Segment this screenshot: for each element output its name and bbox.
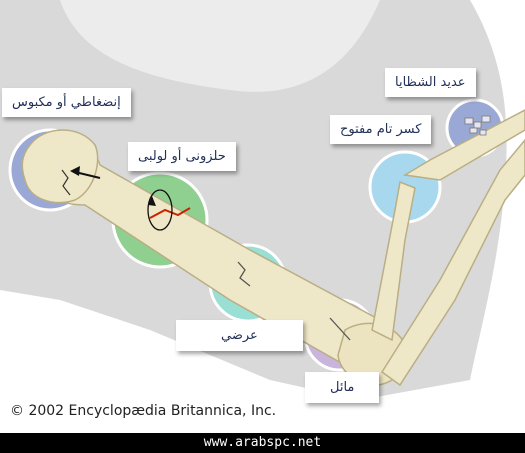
oblique-fracture-line [329, 317, 351, 341]
spiral-rotation-arrow [147, 189, 173, 231]
label-open-fracture: كسر تام مفتوح [330, 115, 432, 144]
copyright-notice: © 2002 Encyclopædia Britannica, Inc. [10, 403, 277, 419]
label-spiral: حلزونى أو لولبى [128, 142, 236, 171]
transverse-fracture-line [237, 261, 251, 287]
compression-arrow [70, 166, 101, 179]
humeral-head [21, 129, 99, 204]
comminuted-fragments [464, 115, 491, 136]
bone-illustration [0, 0, 525, 400]
label-comminuted: عديد الشظايا [385, 68, 476, 97]
footer-website[interactable]: www.arabspc.net [0, 433, 525, 453]
forearm-bone-radius [380, 138, 525, 387]
label-transverse: عرضي [176, 320, 303, 351]
spiral-arrow-head [148, 196, 156, 206]
label-compression: إنضغاطي أو مكبوس [2, 88, 131, 117]
forearm-bone-ulna [371, 180, 416, 342]
background-notch [60, 0, 380, 92]
label-oblique: مائل [305, 372, 380, 403]
open-fracture-fragment [402, 109, 525, 181]
compression-fracture-line [61, 169, 71, 196]
